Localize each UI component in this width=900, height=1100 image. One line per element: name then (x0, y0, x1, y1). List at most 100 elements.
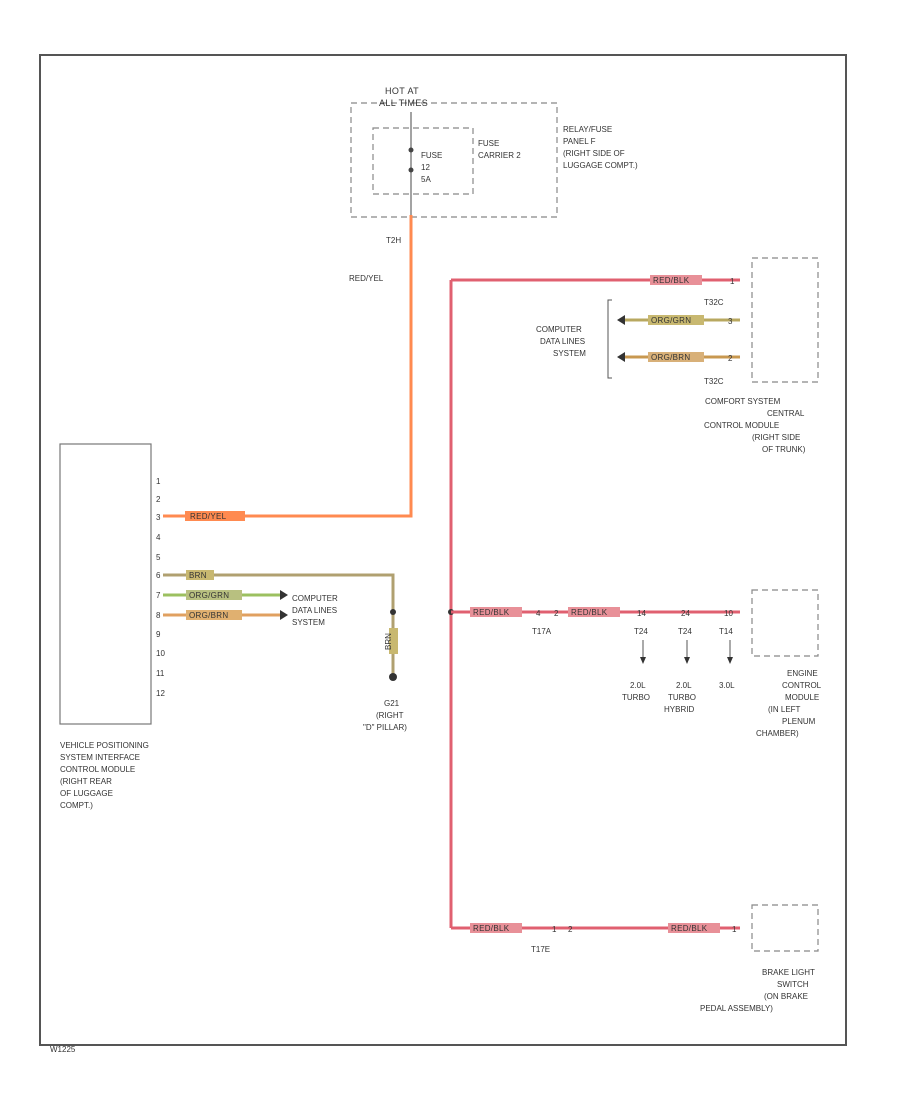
brn-wire-label: BRN (189, 571, 207, 580)
vps-pin: 8 (156, 611, 161, 620)
engine-name-line: CHAMBER) (756, 729, 799, 738)
engine-pin-d: 10 (724, 609, 733, 618)
ground-point (389, 673, 397, 681)
vps-name-line: VEHICLE POSITIONING (60, 741, 149, 750)
hot-label-2: ALL TIMES (379, 98, 428, 108)
vps-module-box (59, 443, 152, 725)
vps-name-line: CONTROL MODULE (60, 765, 135, 774)
carrier-label-1: FUSE (478, 139, 499, 148)
engine-name-line: CONTROL (782, 681, 822, 690)
comfort-module-outline (751, 257, 819, 383)
comfort-pin-mid2: 2 (728, 354, 733, 363)
engine-branch: RED/BLK 4 2 T17A RED/BLK 14 T24 24 T24 1… (451, 589, 822, 738)
vps-data-arrow-2 (280, 610, 288, 620)
relay-label-4: LUGGAGE COMPT.) (563, 161, 638, 170)
brake-wire-b-label-bg (668, 923, 720, 933)
vps-pin: 9 (156, 630, 161, 639)
comfort-conn-a: T32C (704, 298, 724, 307)
brn-wire-label-bg (186, 570, 214, 580)
engine-conn-a: T17A (532, 627, 552, 636)
comfort-name-line: CENTRAL (767, 409, 805, 418)
brake-wire-b-label: RED/BLK (671, 924, 708, 933)
engine-conn-b: T24 (634, 627, 648, 636)
fuse-label-2: 12 (421, 163, 430, 172)
comfort-data-lines-label: DATA LINES (540, 337, 585, 346)
comfort-data-arrow-2 (617, 352, 625, 362)
fuse-top-dot (408, 147, 414, 153)
engine-name-line: PLENUM (782, 717, 816, 726)
relay-label-3: (RIGHT SIDE OF (563, 149, 625, 158)
vps-pin: 3 (156, 513, 161, 522)
vps-org-grn-label-bg (186, 590, 242, 600)
hot-label-1: HOT AT (385, 86, 419, 96)
engine-wire-a-label-bg (470, 607, 522, 617)
comfort-org-brn-label-bg (648, 352, 704, 362)
engine-variant-b-line: TURBO (622, 693, 650, 702)
vps-data-lines-label: DATA LINES (292, 606, 337, 615)
vps-org-grn-label: ORG/GRN (189, 591, 229, 600)
ground-name-line: (RIGHT (376, 711, 404, 720)
fuse-wire-label: RED/YEL (349, 274, 384, 283)
vps-pin: 7 (156, 591, 161, 600)
vps-data-arrow-1 (280, 590, 288, 600)
engine-variant-c-arrow (684, 657, 690, 664)
vps-org-brn-label-bg (186, 610, 242, 620)
red-yel-wire (163, 215, 413, 518)
fuse-bottom-dot (408, 167, 414, 173)
carrier-label-2: CARRIER 2 (478, 151, 521, 160)
fuse-connector-label: T2H (386, 236, 401, 245)
engine-pin-a: 4 (536, 609, 541, 618)
relay-fuse-panel-outline (350, 102, 558, 218)
vps-data-lines-label: COMPUTER (292, 594, 338, 603)
vps-module: 1 2 3 4 5 6 7 8 9 10 11 12 VEHICLE POSIT… (59, 443, 165, 810)
comfort-data-lines-label: SYSTEM (553, 349, 586, 358)
red-yel-wire-label-bg (185, 511, 245, 521)
comfort-wire-label-bg (650, 275, 702, 285)
brake-pin-b: 2 (568, 925, 573, 934)
brake-branch: RED/BLK 1 2 T17E RED/BLK 1 BRAKE LIGHT S… (451, 904, 819, 1013)
vps-pin: 6 (156, 571, 161, 580)
ground-splice-dot (390, 609, 396, 615)
diagram-frame (39, 54, 847, 1046)
vps-org-brn-label: ORG/BRN (189, 611, 228, 620)
comfort-conn-b: T32C (704, 377, 724, 386)
vps-pin: 12 (156, 689, 165, 698)
vps-pin: 1 (156, 477, 161, 486)
fuse-carrier-outline (372, 127, 474, 195)
engine-variant-c-line: TURBO (668, 693, 696, 702)
brake-module-outline (751, 904, 819, 952)
comfort-pin-mid1: 3 (728, 317, 733, 326)
ground-name-line: G21 (384, 699, 400, 708)
engine-wire-b-label: RED/BLK (571, 608, 608, 617)
comfort-org-brn-label: ORG/BRN (651, 353, 690, 362)
engine-variant-b-arrow (640, 657, 646, 664)
brake-conn: T17E (531, 945, 550, 954)
engine-conn-d: T14 (719, 627, 733, 636)
relay-label-1: RELAY/FUSE (563, 125, 612, 134)
engine-pin-b: 14 (637, 609, 646, 618)
fuse-label-3: 5A (421, 175, 431, 184)
comfort-branch: RED/BLK 1 T32C ORG/GRN 3 ORG/BRN 2 T32C … (451, 257, 819, 454)
engine-variant-b-line: 2.0L (630, 681, 646, 690)
vps-pin: 2 (156, 495, 161, 504)
engine-name-line: (IN LEFT (768, 705, 801, 714)
comfort-name-line: OF TRUNK) (762, 445, 806, 454)
brake-name-line: BRAKE LIGHT (762, 968, 815, 977)
engine-name-line: MODULE (785, 693, 819, 702)
ground-wire-label-bg (389, 628, 398, 654)
engine-variant-c-line: HYBRID (664, 705, 694, 714)
ground-name-line: "D" PILLAR) (363, 723, 407, 732)
red-yel-wire-label: RED/YEL (190, 512, 227, 521)
engine-pin-a2: 2 (554, 609, 559, 618)
engine-variant-c-line: 2.0L (676, 681, 692, 690)
comfort-name-line: (RIGHT SIDE (752, 433, 800, 442)
comfort-name-line: CONTROL MODULE (704, 421, 779, 430)
comfort-data-bracket (607, 299, 612, 379)
relay-label-2: PANEL F (563, 137, 596, 146)
vps-name-line: SYSTEM INTERFACE (60, 753, 140, 762)
engine-name-line: ENGINE (787, 669, 818, 678)
vps-pin: 5 (156, 553, 161, 562)
engine-wire-a-label: RED/BLK (473, 608, 510, 617)
engine-variant-d-arrow (727, 657, 733, 664)
